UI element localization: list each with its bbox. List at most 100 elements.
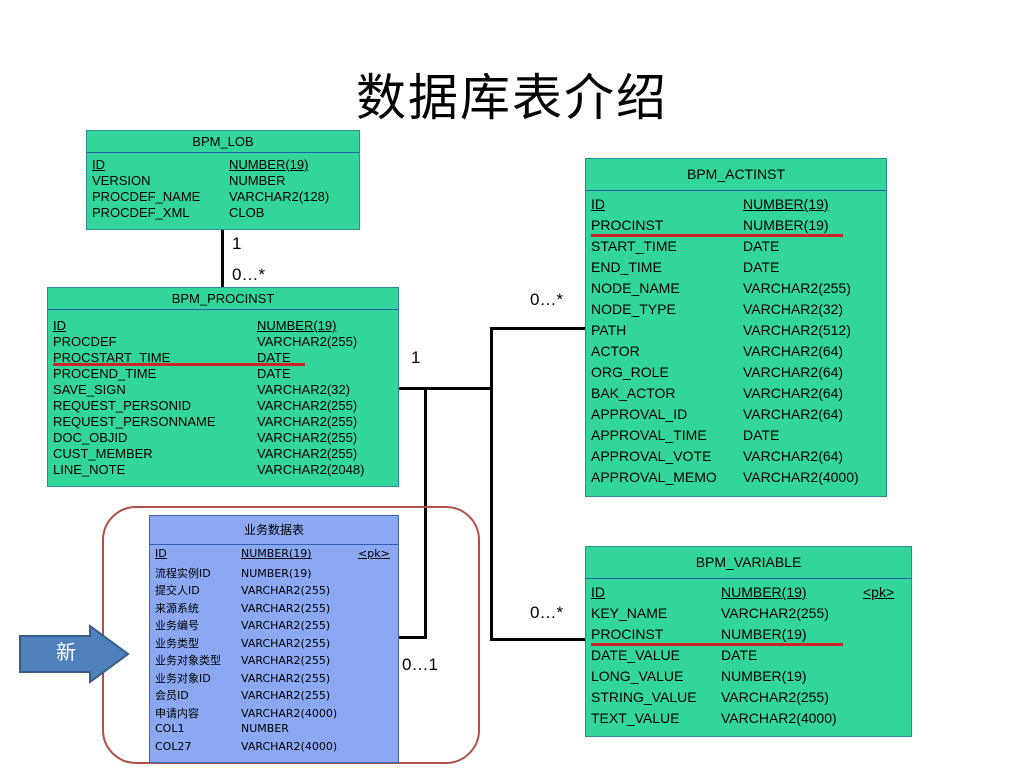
column-type: DATE (743, 427, 780, 443)
column-name: DOC_OBJID (53, 430, 128, 445)
column-name: ACTOR (591, 343, 640, 359)
table-row: APPROVAL_MEMO VARCHAR2(4000) (591, 469, 886, 490)
column-name: BAK_ACTOR (591, 385, 676, 401)
column-name: PATH (591, 322, 627, 338)
table-row: ACTOR VARCHAR2(64) (591, 343, 886, 364)
column-name: ORG_ROLE (591, 364, 669, 380)
column-type: VARCHAR2(4000) (241, 739, 338, 753)
highlight-underline (591, 643, 843, 646)
column-name: REQUEST_PERSONID (53, 398, 191, 413)
column-name: APPROVAL_TIME (591, 427, 707, 443)
table-header: BPM_PROCINST (48, 288, 398, 310)
table-row: DOC_OBJID VARCHAR2(255) (53, 430, 398, 446)
column-type: NUMBER (229, 173, 286, 188)
column-name: 来源系统 (155, 601, 199, 615)
column-name: 提交人ID (155, 584, 200, 597)
table-header: BPM_LOB (87, 131, 359, 153)
table-row: 业务类型 VARCHAR2(255) (155, 635, 398, 653)
column-name: 申请内容 (155, 706, 199, 720)
column-name: REQUEST_PERSONNAME (53, 414, 216, 429)
table-row: ORG_ROLE VARCHAR2(64) (591, 364, 886, 385)
highlight-underline (591, 234, 843, 237)
cardinality-procinst-one: 1 (411, 348, 421, 367)
column-name: COL27 (155, 739, 192, 753)
column-name: 业务对象ID (155, 671, 211, 685)
column-name: LONG_VALUE (591, 668, 684, 684)
connector-lob-procinst (221, 228, 224, 288)
column-type: VARCHAR2(32) (257, 382, 350, 397)
column-name: APPROVAL_MEMO (591, 469, 717, 485)
column-type: VARCHAR2(255) (721, 689, 829, 705)
column-name: ID (591, 584, 605, 600)
table-row: APPROVAL_VOTE VARCHAR2(64) (591, 448, 886, 469)
new-arrow-label: 新 (56, 640, 76, 664)
column-type: NUMBER (241, 722, 289, 735)
cardinality-variable-many: 0…* (530, 603, 564, 622)
column-name: NODE_TYPE (591, 301, 676, 317)
highlight-underline (53, 363, 305, 366)
table-header: BPM_ACTINST (586, 159, 886, 191)
column-name: SAVE_SIGN (53, 382, 126, 397)
column-name: 流程实例ID (155, 566, 211, 580)
column-type: VARCHAR2(128) (229, 189, 330, 204)
table-row: COL27 VARCHAR2(4000) (155, 740, 398, 758)
page-title: 数据库表介绍 (356, 69, 668, 127)
column-name: ID (53, 318, 66, 333)
column-type: VARCHAR2(255) (241, 636, 331, 650)
column-type: NUMBER(19) (743, 196, 829, 212)
column-type: NUMBER(19) (721, 668, 807, 684)
column-type: VARCHAR2(64) (743, 448, 844, 464)
column-type: VARCHAR2(64) (743, 406, 844, 422)
table-row: LONG_VALUE NUMBER(19) (591, 668, 911, 689)
column-type: VARCHAR2(64) (743, 343, 844, 359)
column-type: VARCHAR2(4000) (743, 469, 859, 485)
column-type: VARCHAR2(255) (241, 689, 331, 702)
cardinality-business: 0…1 (402, 655, 438, 674)
column-name: 会员ID (155, 689, 189, 702)
column-name: 业务类型 (155, 636, 199, 650)
column-type: VARCHAR2(255) (241, 601, 331, 615)
column-type: VARCHAR2(255) (257, 430, 358, 445)
column-type: VARCHAR2(255) (257, 446, 358, 461)
column-type: NUMBER(19) (229, 157, 309, 172)
column-type: NUMBER(19) (721, 584, 807, 600)
connector-trunk (490, 327, 493, 640)
column-name: DATE_VALUE (591, 647, 680, 663)
column-name: START_TIME (591, 238, 677, 254)
column-type: DATE (257, 350, 291, 365)
column-name: APPROVAL_VOTE (591, 448, 712, 464)
column-type: VARCHAR2(64) (743, 364, 844, 380)
connector-business-vertical (424, 388, 427, 638)
cardinality-lob-one: 1 (232, 234, 242, 253)
